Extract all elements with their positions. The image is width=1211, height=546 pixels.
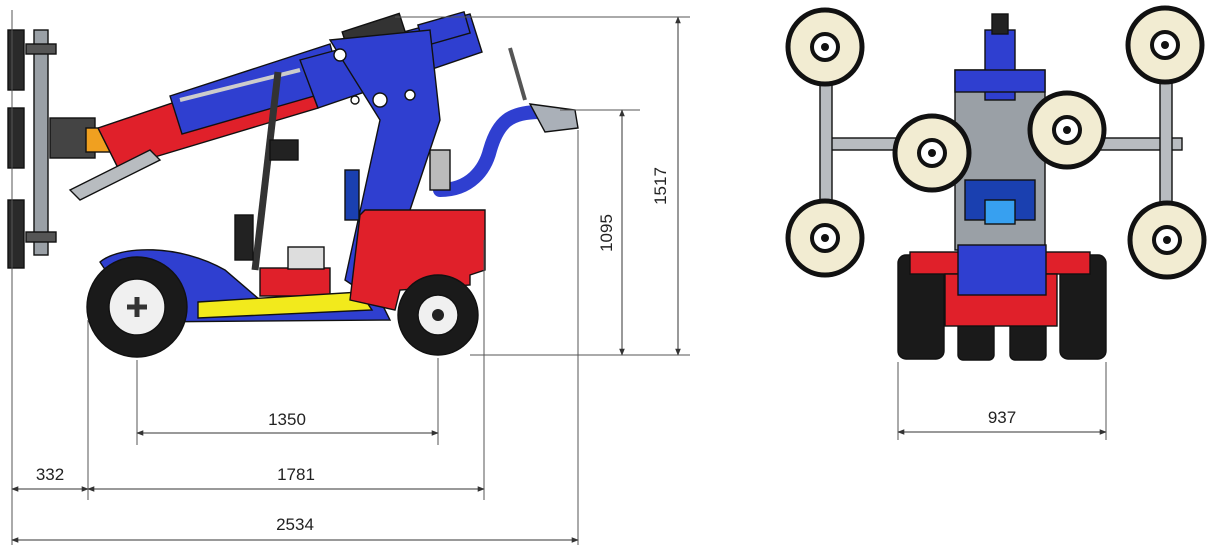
mast (328, 29, 441, 291)
dimension-overall-length: 2534 (276, 515, 314, 534)
side-view-dimensions: 1350 332 1781 2534 1095 1517 (11, 10, 690, 545)
dimension-front-overhang: 332 (36, 465, 64, 484)
dimension-wheelbase: 1350 (268, 410, 306, 429)
front-wheel (397, 274, 479, 356)
side-view-machine (7, 10, 579, 358)
steering-handle (429, 47, 579, 197)
front-suction-frame (7, 29, 115, 269)
dimension-width: 937 (988, 408, 1016, 427)
dimension-overall-height: 1517 (651, 167, 670, 205)
lift-cylinder (234, 71, 299, 271)
dimension-handle-height: 1095 (597, 214, 616, 252)
dimension-body-length: 1781 (277, 465, 315, 484)
rear-wheel (86, 256, 188, 358)
rear-view-dimensions: 937 (897, 362, 1107, 440)
rear-view-machine (785, 5, 1207, 361)
suction-cups (785, 5, 1207, 280)
